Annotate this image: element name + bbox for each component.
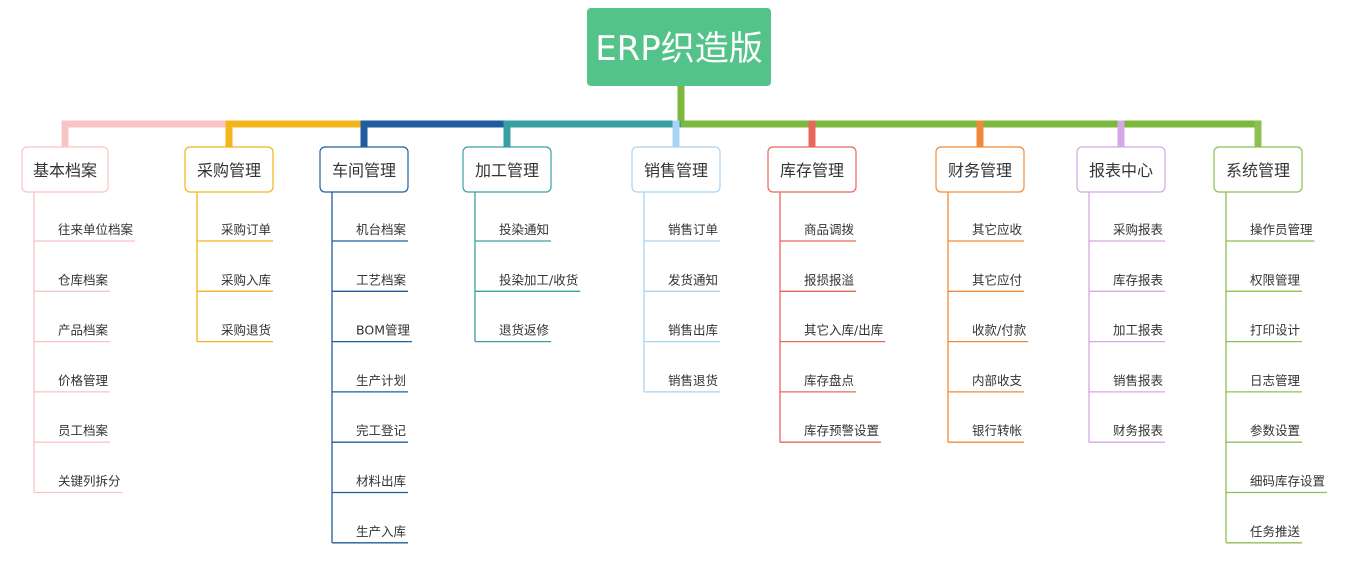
menu-item[interactable]: 银行转帐 — [972, 423, 1023, 438]
menu-item[interactable]: 收款/付款 — [972, 323, 1027, 338]
menu-item[interactable]: 加工报表 — [1113, 323, 1164, 338]
category-title: 采购管理 — [197, 161, 261, 180]
menu-item[interactable]: 权限管理 — [1250, 272, 1301, 287]
menu-item[interactable]: 生产计划 — [356, 373, 406, 388]
menu-item[interactable]: 财务报表 — [1113, 423, 1164, 438]
category-nodes: 基本档案往来单位档案仓库档案产品档案价格管理员工档案关键列拆分采购管理采购订单采… — [21, 146, 1328, 544]
menu-item[interactable]: 产品档案 — [58, 323, 109, 338]
menu-item[interactable]: 报损报溢 — [804, 272, 854, 287]
root-title: ERP织造版 — [595, 29, 763, 69]
category-title: 销售管理 — [644, 161, 708, 180]
menu-item[interactable]: 工艺档案 — [356, 272, 407, 287]
category-title: 系统管理 — [1226, 161, 1290, 180]
menu-item[interactable]: 销售订单 — [668, 222, 718, 237]
menu-item[interactable]: 退货返修 — [499, 323, 550, 338]
menu-item[interactable]: 材料出库 — [356, 474, 406, 489]
category-title: 库存管理 — [780, 161, 844, 180]
connector-lines — [61, 86, 1262, 147]
menu-item[interactable]: 参数设置 — [1250, 423, 1300, 438]
root-node: ERP织造版 — [587, 8, 771, 86]
menu-item[interactable]: 生产入库 — [356, 524, 406, 539]
menu-item[interactable]: 投染加工/收货 — [499, 272, 578, 287]
category-box[interactable] — [21, 146, 109, 193]
menu-item[interactable]: 库存预警设置 — [804, 423, 879, 438]
menu-item[interactable]: 打印设计 — [1250, 323, 1300, 338]
category-box[interactable] — [935, 146, 1025, 193]
menu-item[interactable]: 日志管理 — [1250, 373, 1301, 388]
menu-item[interactable]: 其它应收 — [972, 222, 1023, 237]
menu-item[interactable]: 库存报表 — [1113, 272, 1164, 287]
menu-item[interactable]: 完工登记 — [356, 423, 407, 438]
menu-item[interactable]: 发货通知 — [668, 272, 718, 287]
menu-item[interactable]: 价格管理 — [58, 373, 109, 388]
menu-item[interactable]: 操作员管理 — [1250, 222, 1313, 237]
menu-item[interactable]: 其它入库/出库 — [804, 323, 883, 338]
menu-item[interactable]: 采购报表 — [1113, 222, 1164, 237]
menu-item[interactable]: 细码库存设置 — [1250, 474, 1325, 489]
category-title: 车间管理 — [332, 161, 396, 180]
menu-item[interactable]: 其它应付 — [972, 272, 1022, 287]
menu-item[interactable]: 仓库档案 — [58, 272, 109, 287]
menu-item[interactable]: 员工档案 — [58, 423, 109, 438]
category-box[interactable] — [1213, 146, 1303, 193]
category-box[interactable] — [631, 146, 721, 193]
menu-item[interactable]: 投染通知 — [499, 222, 549, 237]
category-box[interactable] — [319, 146, 409, 193]
menu-item[interactable]: BOM管理 — [356, 323, 410, 338]
category-box[interactable] — [184, 146, 274, 193]
category-title: 报表中心 — [1089, 161, 1153, 180]
menu-item[interactable]: 销售退货 — [668, 373, 718, 388]
category-title: 加工管理 — [475, 161, 539, 180]
category-title: 财务管理 — [948, 161, 1012, 180]
menu-item[interactable]: 采购退货 — [221, 323, 271, 338]
menu-item[interactable]: 内部收支 — [972, 373, 1023, 388]
category-title: 基本档案 — [33, 161, 97, 180]
menu-item[interactable]: 关键列拆分 — [58, 474, 121, 489]
menu-item[interactable]: 销售报表 — [1113, 373, 1164, 388]
root-box — [587, 8, 771, 86]
menu-item[interactable]: 销售出库 — [668, 323, 718, 338]
menu-item[interactable]: 采购入库 — [221, 272, 271, 287]
menu-item[interactable]: 商品调拨 — [804, 222, 855, 237]
menu-item[interactable]: 机台档案 — [356, 222, 407, 237]
category-box[interactable] — [767, 146, 857, 193]
menu-item[interactable]: 往来单位档案 — [58, 222, 134, 237]
category-box[interactable] — [1076, 146, 1166, 193]
category-box[interactable] — [462, 146, 552, 193]
menu-item[interactable]: 采购订单 — [221, 222, 271, 237]
menu-item[interactable]: 库存盘点 — [804, 373, 854, 388]
menu-item[interactable]: 任务推送 — [1250, 524, 1301, 539]
